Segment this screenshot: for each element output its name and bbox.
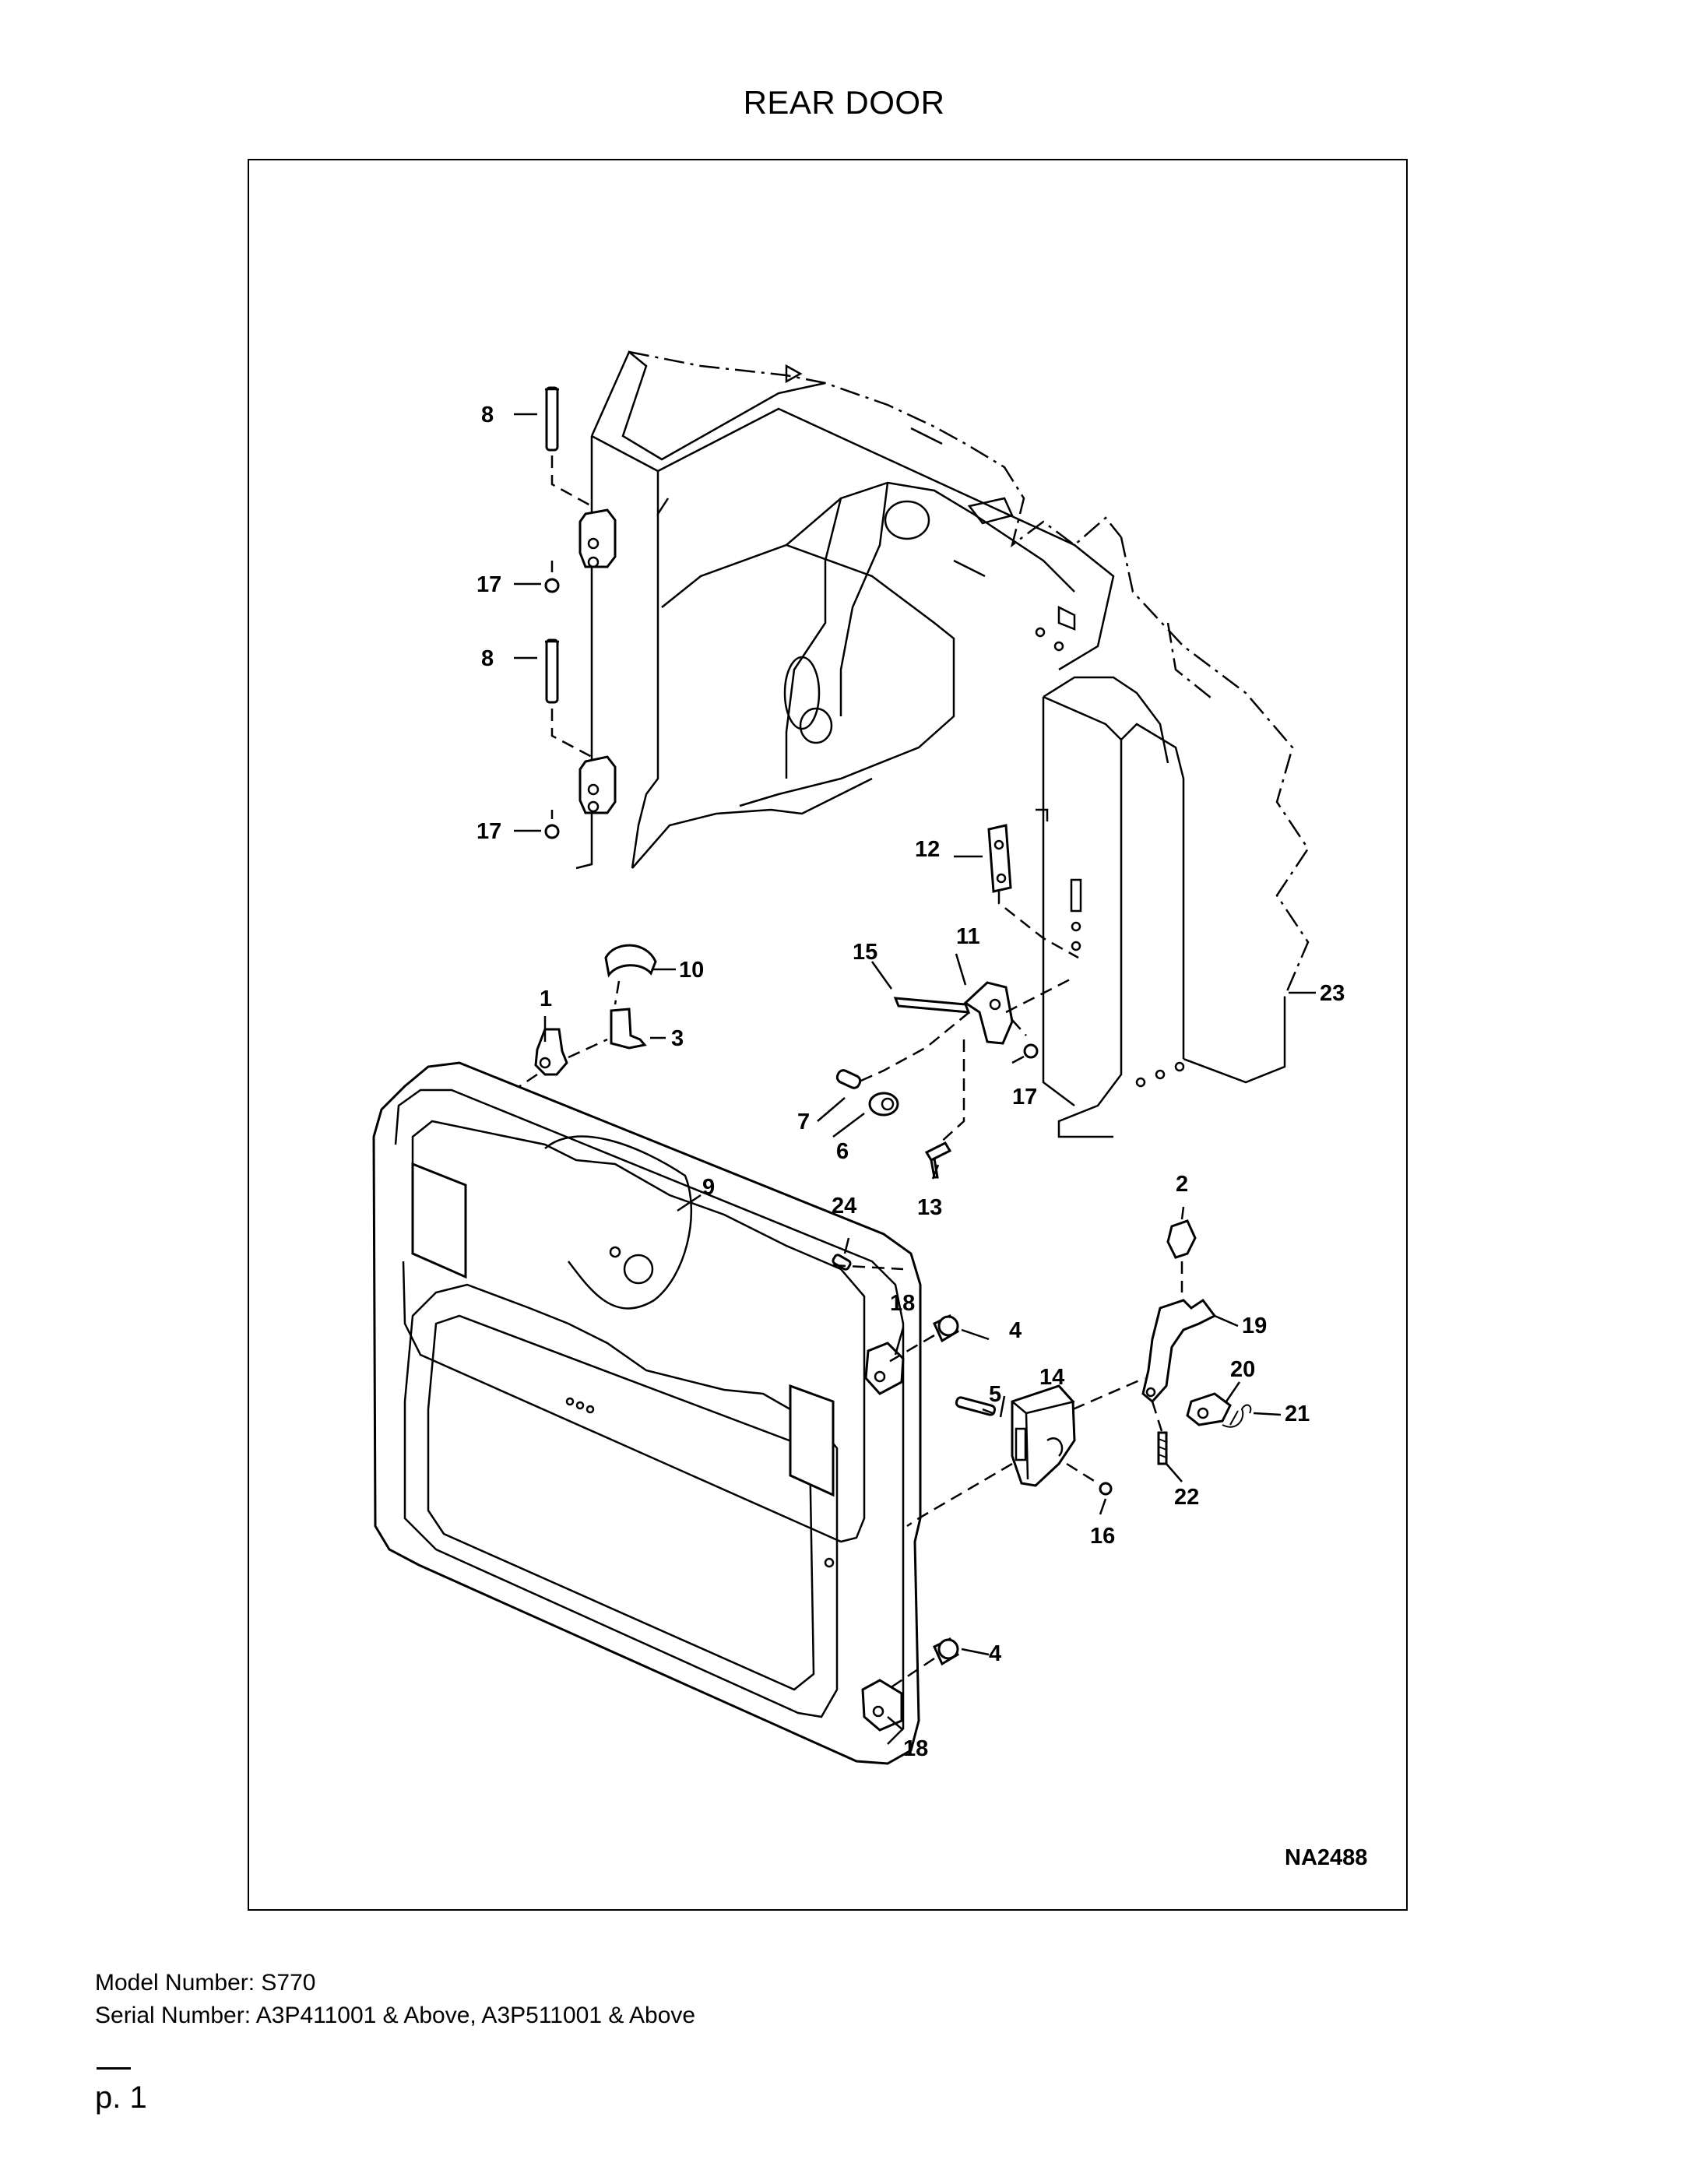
callout-18-lower: 18	[903, 1736, 928, 1761]
callout-11: 11	[956, 924, 980, 949]
lower-hinge-assembly	[544, 638, 617, 839]
page-rule	[97, 2067, 131, 2070]
callout-20: 20	[1230, 1357, 1255, 1382]
callout-18-upper: 18	[890, 1291, 915, 1316]
callout-13: 13	[917, 1195, 942, 1220]
callout-15: 15	[853, 940, 877, 965]
callout-8-lower: 8	[481, 646, 494, 671]
callout-23: 23	[1320, 981, 1345, 1006]
callout-labels: 8 17 8 17 1 10 3 12 11 15 7 6 17 13 9 24…	[477, 403, 1345, 1761]
door-stop-group	[498, 944, 657, 1101]
callout-21: 21	[1285, 1401, 1310, 1426]
callout-19: 19	[1242, 1314, 1267, 1338]
callout-3: 3	[671, 1026, 684, 1051]
callout-22: 22	[1174, 1485, 1199, 1510]
callout-1: 1	[540, 986, 552, 1011]
serial-number: Serial Number: A3P411001 & Above, A3P511…	[95, 2003, 696, 2028]
latch-handle-group	[1141, 1219, 1252, 1465]
machine-frame-outline	[575, 350, 1310, 1138]
striker-bracket-group	[835, 824, 1079, 1179]
callout-12: 12	[915, 837, 940, 862]
callout-17-lower: 17	[477, 819, 501, 844]
upper-bumper	[887, 1314, 959, 1364]
callout-17-bracket: 17	[1012, 1085, 1037, 1110]
callout-2: 2	[1176, 1172, 1188, 1197]
callout-6: 6	[836, 1139, 849, 1164]
callout-9: 9	[702, 1175, 715, 1200]
upper-hinge-assembly	[544, 386, 617, 593]
rear-door-panel	[372, 1061, 922, 1765]
page-title: REAR DOOR	[743, 84, 945, 121]
callout-7: 7	[797, 1110, 810, 1134]
callout-8-upper: 8	[481, 403, 494, 427]
callout-14: 14	[1039, 1365, 1064, 1390]
callout-10: 10	[679, 958, 704, 983]
diagram-frame	[248, 159, 1408, 1911]
lower-bumper	[887, 1637, 959, 1691]
figure-id: NA2488	[1285, 1845, 1367, 1870]
latch-assembly	[906, 1377, 1145, 1528]
callout-17-upper: 17	[477, 572, 501, 597]
callout-4-upper: 4	[1009, 1318, 1022, 1343]
callout-5: 5	[989, 1382, 1001, 1407]
callout-24: 24	[832, 1194, 856, 1219]
page-number: p. 1	[95, 2080, 147, 2115]
model-number: Model Number: S770	[95, 1970, 316, 1996]
callout-16: 16	[1090, 1524, 1115, 1549]
callout-4-lower: 4	[989, 1641, 1001, 1666]
leader-lines	[514, 413, 1316, 1731]
